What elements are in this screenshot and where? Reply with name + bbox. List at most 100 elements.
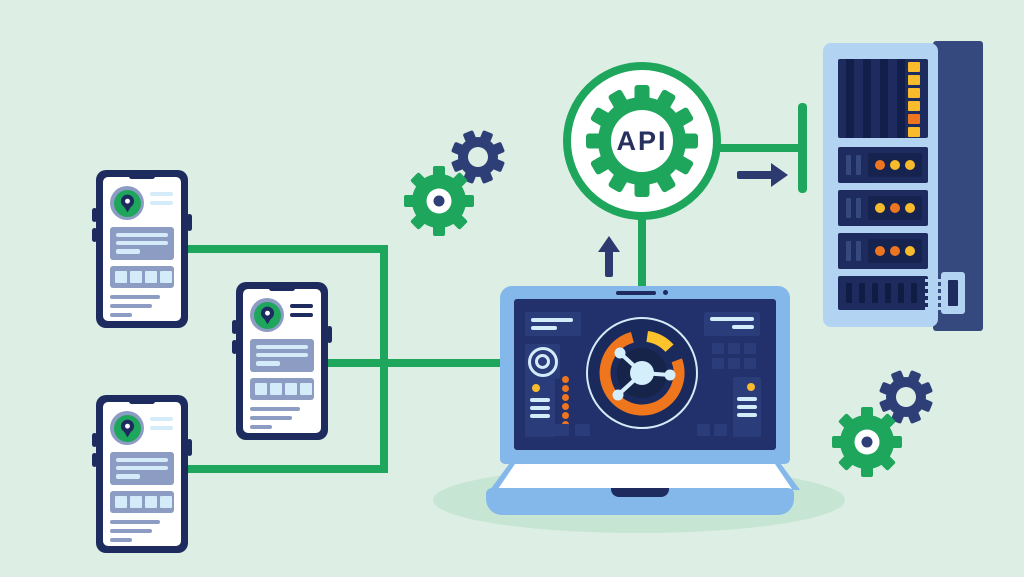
location-avatar-ring xyxy=(253,301,281,329)
laptop-screen xyxy=(514,299,776,450)
arrow-up-icon xyxy=(598,236,620,252)
thumbnail xyxy=(300,383,312,395)
thumbnail xyxy=(130,496,142,508)
status-panel xyxy=(733,377,761,437)
arrow-right-icon xyxy=(771,163,788,187)
text-line xyxy=(110,538,132,542)
location-pin-icon xyxy=(260,306,274,324)
header-text-line xyxy=(290,304,313,308)
connector-pin xyxy=(925,307,943,310)
text-line xyxy=(116,466,168,470)
dashboard-panel xyxy=(525,312,581,336)
api-hub: API xyxy=(563,62,721,220)
thumbnail xyxy=(160,271,172,283)
grid-tile xyxy=(712,358,724,369)
vent-bar xyxy=(846,283,852,303)
server-unit xyxy=(838,190,928,226)
text-line xyxy=(530,414,550,418)
text-line xyxy=(710,317,754,321)
connector-pin xyxy=(925,300,943,303)
status-dot xyxy=(747,383,755,391)
server-rack xyxy=(823,43,938,327)
gallery-card xyxy=(110,266,174,288)
phone-screen xyxy=(103,174,181,321)
gallery-card xyxy=(250,378,314,400)
led-light xyxy=(875,203,885,213)
gears-decoration-icon xyxy=(832,370,933,477)
drive-slit xyxy=(846,241,851,261)
text-line xyxy=(737,413,757,417)
indicator-dot xyxy=(562,385,569,392)
grid-tile xyxy=(712,343,724,354)
led-light xyxy=(905,203,915,213)
content-card xyxy=(110,227,174,260)
text-line xyxy=(737,397,757,401)
indicator-dot xyxy=(562,403,569,410)
thumbnail xyxy=(115,271,127,283)
led-light xyxy=(890,160,900,170)
content-card xyxy=(110,452,174,485)
dashboard-panel xyxy=(704,312,760,336)
phone-screen xyxy=(243,286,321,433)
thumbnail xyxy=(145,496,157,508)
header-text-line xyxy=(150,426,173,430)
status-panel xyxy=(525,377,555,437)
laptop-keyboard-deck xyxy=(498,464,792,489)
header-text-line xyxy=(150,201,173,205)
text-line xyxy=(531,326,557,330)
text-line xyxy=(250,425,272,429)
phone-volume-button xyxy=(92,228,97,242)
header-text-line xyxy=(150,417,173,421)
grid-tile xyxy=(744,343,756,354)
text-line xyxy=(116,233,168,237)
laptop-base-notch xyxy=(611,488,669,497)
led-light xyxy=(875,246,885,256)
phone-volume-button xyxy=(232,340,237,354)
arrow-right-shaft xyxy=(737,171,773,179)
location-avatar xyxy=(250,298,284,332)
thumbnail xyxy=(145,271,157,283)
indicator-square xyxy=(908,114,920,124)
phone-device-1 xyxy=(92,170,192,328)
indicator-square xyxy=(908,75,920,85)
text-line xyxy=(530,398,550,402)
text-line xyxy=(530,406,550,410)
vent-stripe xyxy=(897,59,905,138)
connector-phone1-bus xyxy=(186,245,388,253)
text-line xyxy=(256,353,308,357)
grid-tile xyxy=(744,358,756,369)
connector-api-server xyxy=(719,144,801,152)
drive-slit xyxy=(846,155,851,175)
drive-slit xyxy=(856,198,861,218)
text-line xyxy=(110,529,152,533)
phone-device-2 xyxy=(232,282,332,440)
status-dot xyxy=(532,384,540,392)
vent-bar xyxy=(872,283,878,303)
vent-stripe xyxy=(863,59,871,138)
location-avatar-ring xyxy=(113,189,141,217)
text-line xyxy=(250,407,300,411)
thumbnail xyxy=(130,271,142,283)
vent-stripe xyxy=(880,59,888,138)
thumbnail xyxy=(270,383,282,395)
vent-bar xyxy=(859,283,865,303)
key-tile xyxy=(554,424,569,436)
phone-volume-button xyxy=(232,320,237,334)
location-avatar xyxy=(110,186,144,220)
text-line xyxy=(116,474,140,479)
indicator-square xyxy=(908,62,920,72)
location-pin-icon xyxy=(120,194,134,212)
connector-pin xyxy=(925,293,943,296)
target-widget xyxy=(525,344,560,379)
phone-notch xyxy=(269,286,295,291)
phone-power-button xyxy=(187,214,192,231)
location-avatar xyxy=(110,411,144,445)
text-line xyxy=(110,304,152,308)
thumbnail xyxy=(160,496,172,508)
key-tile xyxy=(575,424,590,436)
led-box xyxy=(868,153,922,177)
thumbnail xyxy=(255,383,267,395)
connector-phone3-bus xyxy=(186,465,388,473)
vent-bar xyxy=(885,283,891,303)
